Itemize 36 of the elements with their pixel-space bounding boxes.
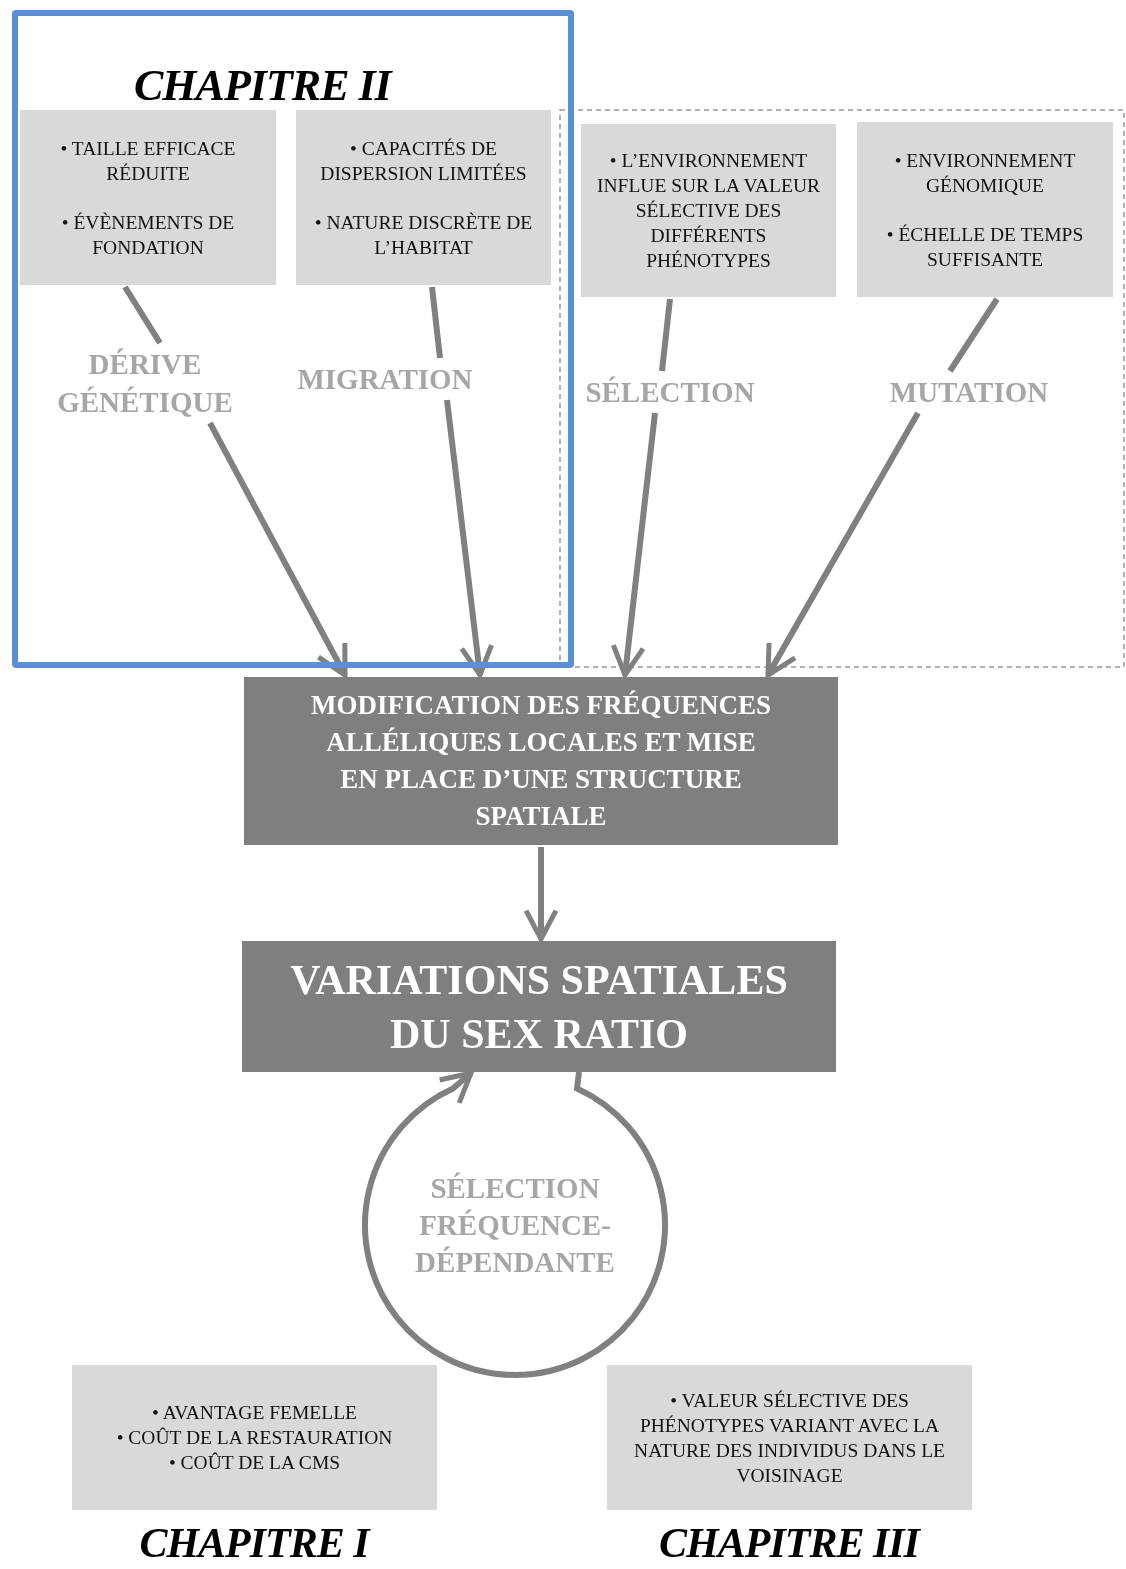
connector-line xyxy=(947,297,1000,373)
connector-line xyxy=(659,298,673,372)
factor-box: • VALEUR SÉLECTIVE DES PHÉNOTYPES VARIANT AVEC LA NATURE DES INDIVIDUS DANS LE VOISINAGE xyxy=(607,1365,972,1510)
bullet-text: • COÛT DE LA CMS xyxy=(168,1451,341,1475)
bullet-text: • ENVIRONNEMENT GÉNOMIQUE xyxy=(893,148,1077,198)
chapter-heading: CHAPITRE II xyxy=(134,60,391,111)
bullet-text: • TAILLE EFFICACE RÉDUITE xyxy=(59,136,237,186)
chapter-heading: CHAPITRE I xyxy=(139,1520,369,1566)
factor-box xyxy=(72,1365,437,1510)
arrow xyxy=(207,421,348,678)
chapter-heading: CHAPITRE III xyxy=(659,1520,919,1566)
cause-box xyxy=(296,110,551,285)
bullet-text: • NATURE DISCRÈTE DE L’HABITAT xyxy=(313,210,534,260)
result-box: VARIATIONS SPATIALES DU SEX RATIO xyxy=(242,941,836,1072)
chapter-frame xyxy=(12,10,574,668)
connector-line xyxy=(429,286,443,359)
cause-box xyxy=(857,122,1113,297)
process-label: MUTATION xyxy=(889,373,1049,411)
bullet-text: • ÉCHELLE DE TEMPS SUFFISANTE xyxy=(885,222,1085,272)
arrow xyxy=(610,412,658,678)
bullet-text: • ÉVÈNEMENTS DE FONDATION xyxy=(60,210,236,260)
bullet-text: • COÛT DE LA RESTAURATION xyxy=(116,1426,393,1450)
cycle-arrow xyxy=(362,1070,668,1378)
result-box: MODIFICATION DES FRÉQUENCES ALLÉLIQUES LOCALES ET MISE EN PLACE D’UNE STRUCTURE SPATIALE xyxy=(244,677,838,845)
cause-box: • L’ENVIRONNEMENT INFLUE SUR LA VALEUR SÉLECTIVE DES DIFFÉRENTS PHÉNOTYPES xyxy=(581,124,836,297)
connector-line xyxy=(122,285,163,345)
bullet-text: • CAPACITÉS DE DISPERSION LIMITÉES xyxy=(319,136,528,186)
bullet-text: • AVANTAGE FEMELLE xyxy=(152,1401,357,1425)
process-label: MIGRATION xyxy=(297,360,473,398)
process-label: SÉLECTION xyxy=(585,373,755,411)
edge-label: SÉLECTION FRÉQUENCE-DÉPENDANTE xyxy=(414,1170,616,1280)
arrow xyxy=(765,411,921,678)
process-label: DÉRIVE GÉNÉTIQUE xyxy=(45,345,245,421)
arrow xyxy=(444,399,494,678)
arrow xyxy=(523,847,559,942)
cause-box xyxy=(20,110,276,285)
